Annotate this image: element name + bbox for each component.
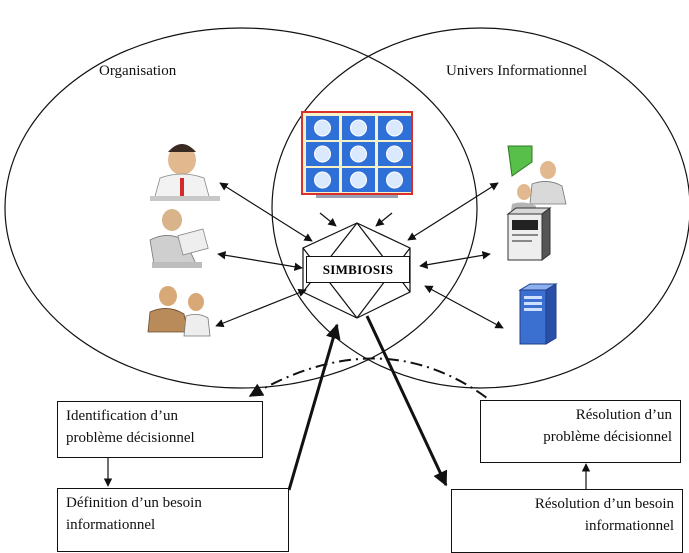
organisation-circle [4,27,478,389]
screen-to-crystal-arrow-left [319,212,337,227]
clock-face-icon [350,119,367,137]
organisation-label: Organisation [99,63,177,79]
arrow-right-middle [419,251,491,269]
arrow-right-top [407,182,499,241]
server-tower-icon [518,283,558,345]
clock-face-icon [314,145,331,163]
resolution-probleme-box: Résolution d’un problème décisionnel [480,400,681,463]
clock-face-icon [350,145,367,163]
clock-face-icon [386,145,403,163]
arrow-right-bottom [424,285,504,329]
arrow-left-middle [217,251,303,271]
resolution-besoin-line-1: Résolution d’un besoin [534,496,674,512]
person-reading-icon [149,209,209,268]
person-at-desk-icon [150,144,220,201]
resolution-probleme-line-1: Résolution d’un [575,407,672,423]
screen-to-crystal-arrow-right [375,212,393,227]
resolution-besoin-line-2: informationnel [584,518,674,534]
clock-face-icon [386,119,403,137]
univers-informationnel-label: Univers Informationnel [446,63,588,79]
presenter-board-icon [507,145,567,218]
clock-grid-screen-icon [301,111,413,198]
definition-box: Définition d’un besoin informationnel [57,488,289,552]
clock-face-icon [350,171,367,189]
identification-box: Identification d’un problème décisionnel [57,401,263,458]
arrow-left-bottom [215,288,307,328]
resolution-besoin-box: Résolution d’un besoin informationnel [451,489,683,553]
simbiosis-label: SIMBIOSIS [306,256,410,283]
server-box-icon [506,207,552,261]
thick-arrow-up [287,323,341,491]
feedback-dashdot-arc [248,357,488,399]
meeting-people-icon [147,286,211,337]
definition-line-2: informationnel [66,517,156,533]
clock-face-icon [314,119,331,137]
thick-arrow-down [365,315,448,487]
arrow-left-top [219,182,313,242]
clock-face-icon [386,171,403,189]
identification-line-1: Identification d’un [66,408,179,424]
clock-face-icon [314,171,331,189]
identification-line-2: problème décisionnel [66,430,195,446]
resolution-probleme-line-2: problème décisionnel [543,429,672,445]
definition-line-1: Définition d’un besoin [66,495,202,511]
